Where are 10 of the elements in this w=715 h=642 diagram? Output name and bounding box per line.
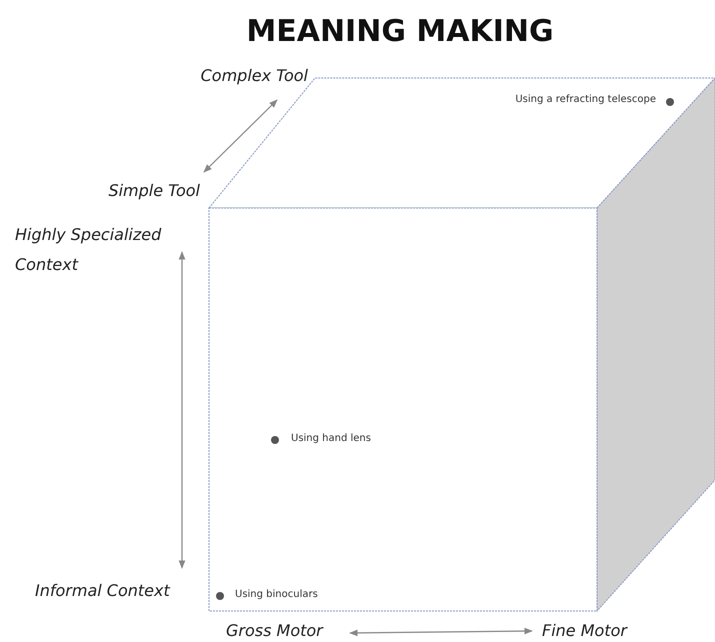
point-label: Using hand lens bbox=[291, 433, 371, 444]
axis-label: Highly Specialized Context bbox=[15, 224, 162, 276]
title: MEANING MAKING bbox=[246, 14, 554, 49]
axis-label: Complex Tool bbox=[200, 66, 308, 85]
axis-label: Simple Tool bbox=[108, 181, 200, 200]
point-label: Using binoculars bbox=[235, 589, 318, 600]
axis-label: Informal Context bbox=[35, 581, 170, 600]
axis-label: Fine Motor bbox=[542, 621, 627, 640]
point-label: Using a refracting telescope bbox=[515, 94, 656, 105]
axis-label: Gross Motor bbox=[226, 621, 323, 640]
